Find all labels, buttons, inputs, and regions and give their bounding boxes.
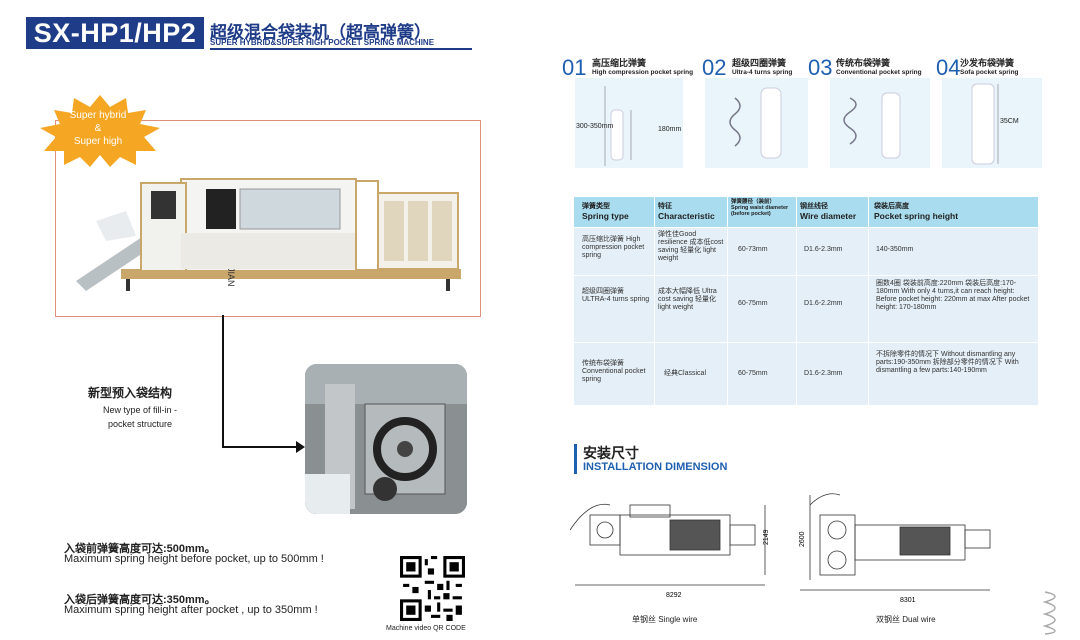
table-cell: D1.6-2.3mm [804, 246, 843, 253]
table-cell: 不拆除零件的情况下 Without dismantling any parts:… [876, 351, 1019, 374]
spring-icon [1042, 591, 1056, 635]
single-wire-drawing: 8292 2149 [570, 503, 770, 599]
table-header: 袋装后高度 Pocket spring height [874, 203, 1034, 222]
table-cell: 60-75mm [738, 370, 768, 377]
note-en: Maximum spring height after pocket , up … [64, 604, 318, 616]
table-cell: 圈数4圈 袋装前高度:220mm 袋装后高度:170-180mm With on… [876, 280, 1030, 311]
table-header: 弹簧类型 Spring type [582, 203, 652, 222]
spring-title-cn: 高压缩比弹簧 [592, 58, 647, 68]
header-cn: 特征 [658, 203, 672, 210]
fill-pocket-title: 新型预入袋结构 [88, 386, 173, 400]
note-cn: 入袋前弹簧高度可达:500mm。 [64, 543, 216, 555]
note-en: Maximum spring height before pocket, up … [64, 553, 324, 565]
installation-title-cn: 安装尺寸 [583, 445, 639, 461]
spring-title-en: Ultra-4 turns spring [732, 69, 793, 76]
header-cn: 袋装后高度 [874, 203, 909, 210]
dimension-label: 300-350mm [576, 123, 614, 130]
spring-number: 04 [936, 55, 961, 80]
badge-line2: & [94, 123, 102, 134]
table-cell: 高压缩比弹簧 High compression pocket spring [582, 236, 645, 259]
table-header: 弹簧腰径（装前） Spring waist diameter (before p… [731, 199, 793, 217]
table-cell: 经典Classical [664, 370, 707, 377]
spec-table [574, 197, 1038, 405]
spring-image [575, 78, 683, 168]
spring-image [830, 78, 930, 168]
title-en: SUPER HYBRID&SUPER HIGH POCKET SPRING MA… [210, 38, 435, 47]
table-cell: 60-75mm [738, 300, 768, 307]
dual-wire-width: 8301 [900, 597, 916, 604]
header-en: Characteristic [658, 211, 715, 221]
table-header: 钢丝线径 Wire diameter [800, 203, 866, 222]
dimension-label: 180mm [658, 126, 682, 133]
table-cell: 传统布袋弹簧 Conventional pocket spring [582, 360, 646, 383]
header-cn: 钢丝线径 [800, 203, 828, 210]
header-cn: 弹簧腰径（装前） [731, 199, 776, 205]
table-cell: D1.6-2.2mm [804, 300, 843, 307]
super-hybrid-badge-icon [40, 95, 160, 167]
spec-table-header [574, 197, 1038, 227]
arrow-right-icon [296, 441, 305, 453]
table-cell: 60-73mm [738, 246, 768, 253]
dual-wire-height: 2600 [799, 531, 806, 547]
spring-title-en: High compression pocket spring [592, 69, 694, 76]
connector-line [222, 446, 298, 448]
spring-number: 02 [702, 55, 727, 80]
title-underline [210, 48, 472, 50]
spring-number: 01 [562, 55, 587, 80]
badge-line1: Super hybrid [69, 110, 127, 121]
header-en: Wire diameter [800, 211, 857, 221]
model-title: SX-HP1/HP2 [26, 17, 204, 49]
spring-title-cn: 沙发布袋弹簧 [960, 58, 1015, 68]
dual-wire-caption: 双钢丝 Dual wire [876, 615, 936, 624]
spring-title-cn: 超级四圈弹簧 [732, 58, 787, 68]
table-header: 特征 Characteristic [658, 203, 726, 222]
table-cell: D1.6-2.3mm [804, 370, 843, 377]
badge-line3: Super high [73, 136, 123, 147]
qr-code-icon[interactable] [400, 556, 465, 621]
connector-line [222, 315, 224, 447]
dual-wire-drawing: 8301 2600 [799, 493, 991, 604]
single-wire-height: 2149 [763, 529, 770, 545]
machine-illustration: HUA JIAN [76, 178, 461, 291]
spring-image [942, 78, 1042, 168]
table-cell: 140-350mm [876, 246, 914, 253]
header-cn: 弹簧类型 [582, 203, 610, 210]
installation-title-en: INSTALLATION DIMENSION [583, 461, 728, 473]
fill-pocket-subtitle: New type of fill-in -pocket structure [102, 405, 178, 429]
fill-pocket-photo [305, 364, 467, 514]
single-wire-width: 8292 [666, 592, 682, 599]
table-cell: 弹性佳Good resilience 成本低cost saving 轻量化 li… [658, 231, 724, 262]
spring-title-en: Conventional pocket spring [836, 69, 922, 76]
machine-image-frame: HUA JIAN [55, 120, 481, 317]
spring-number: 03 [808, 55, 833, 80]
header-en: Spring type [582, 211, 629, 221]
header-en: Spring waist diameter (before pocket) [731, 205, 789, 217]
spring-title-cn: 传统布袋弹簧 [836, 58, 891, 68]
section-accent [574, 444, 577, 474]
table-cell: 成本大幅降低 Ultra cost saving 轻量化 light weigh… [658, 288, 717, 311]
note-cn: 入袋后弹簧高度可达:350mm。 [64, 594, 216, 606]
qr-caption: Machine video QR CODE [386, 625, 466, 632]
badge-text: Super hybrid & Super high [30, 109, 166, 148]
table-cell: 超级四圈弹簧 ULTRA-4 turns spring [582, 288, 650, 303]
dimension-label: 35CM [1000, 118, 1019, 125]
single-wire-caption: 单钢丝 Single wire [632, 615, 698, 624]
spring-image [705, 78, 808, 168]
title-cn: 超级混合袋装机（超高弹簧） [210, 23, 431, 42]
header-en: Pocket spring height [874, 211, 959, 221]
spring-title-en: Sofa pocket spring [960, 69, 1019, 76]
